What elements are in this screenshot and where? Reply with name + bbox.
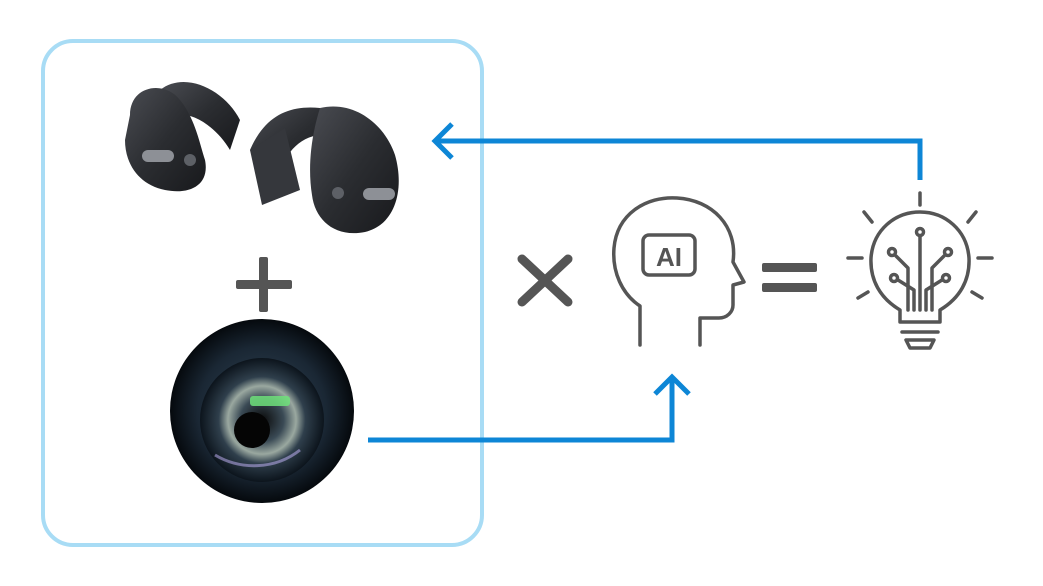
lightbulb-circuit-icon (846, 191, 994, 350)
multiply-sign (517, 254, 573, 307)
earbuds-image (125, 81, 399, 234)
arrow-camera-to-ai (368, 373, 691, 443)
ai-chip-label: AI (656, 242, 682, 272)
plus-sign (236, 257, 292, 312)
equals-sign (762, 263, 817, 292)
arrow-idea-to-earbuds (431, 122, 923, 180)
input-frame (41, 39, 484, 547)
camera-lens-image (170, 319, 354, 503)
ai-head-icon (612, 196, 746, 347)
